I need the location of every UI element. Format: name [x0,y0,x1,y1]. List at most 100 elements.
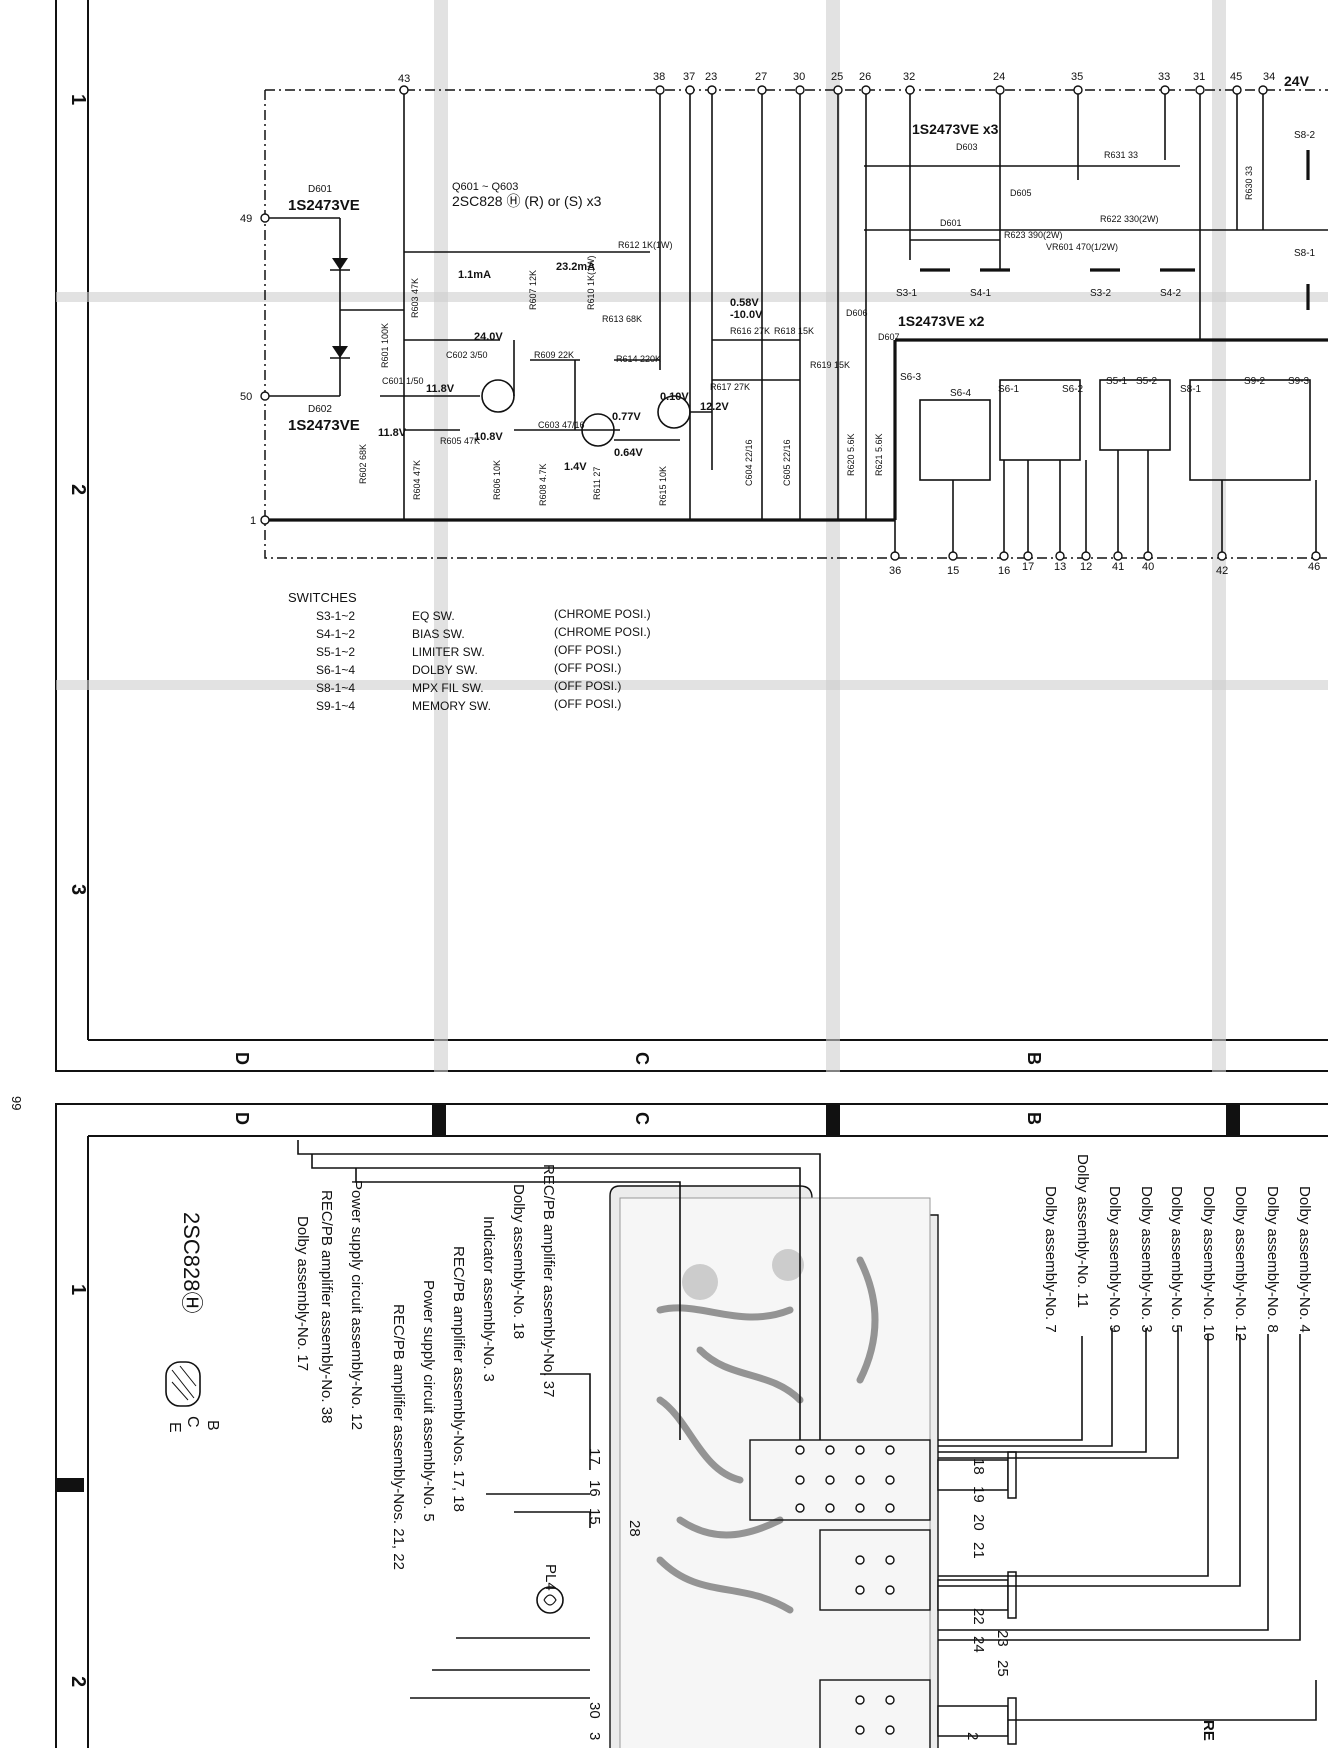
terminal-41: 41 [1112,561,1124,573]
pcb-row-labels: 1 2 [67,1284,89,1687]
comp-r611: R611 27 [592,467,602,500]
terminal-31: 31 [1193,71,1205,83]
pcb-term-21: 21 [970,1542,987,1559]
switch-pos-s5: (OFF POSI.) [554,643,621,657]
switch-id-s5: S5-1~2 [316,645,355,659]
terminal-49: 49 [240,213,252,225]
terminal-50: 50 [240,391,252,403]
pcb-pads [795,1445,895,1735]
comp-r623: R623 390(2W) [1004,230,1063,240]
pcb-col-d: D [232,1112,252,1125]
col-label-b: B [1024,1052,1044,1065]
row-label-1: 1 [67,94,89,105]
terminal-40: 40 [1142,561,1154,573]
voltage-11-8v-b: 11.8V [378,427,407,439]
terminal-15: 15 [947,565,959,577]
switch-id-s6: S6-1~4 [316,663,355,677]
sw-label-s6-2: S6-2 [1062,384,1084,395]
pcb-term-30: 30 [586,1702,603,1719]
pcb-row-2: 2 [67,1676,89,1687]
current-23-2ma: 23.2mA [556,261,595,273]
pcb-term-28: 28 [626,1520,643,1537]
pcb-col-b: B [1024,1112,1044,1125]
pin-c: C [184,1416,201,1428]
conn-indicator-3: Indicator assembly-No. 3 [480,1216,497,1382]
sw-label-s3-1: S3-1 [896,288,918,299]
terminal-46: 46 [1308,561,1320,573]
terminal-30: 30 [793,71,805,83]
terminal-43: 43 [398,73,410,85]
comp-r620: R620 5.6K [846,433,856,476]
comp-r604: R604 47K [412,460,422,500]
terminal-42: 42 [1216,565,1228,577]
switch-name-s4: BIAS SW. [412,627,465,641]
voltage-annotations: 24.0V 1.1mA 23.2mA 11.8V 11.8V 10.8V 1.4… [378,261,763,473]
d601-ref: D601 [308,184,332,195]
current-1-1ma: 1.1mA [458,269,491,281]
pcb-term-17: 17 [586,1448,603,1465]
conn-dolby-12: Dolby assembly-No. 12 [1232,1186,1249,1341]
conn-edge-re: RE [1200,1720,1217,1741]
comp-r615: R615 10K [658,466,668,506]
sw-label-s3-2: S3-2 [1090,288,1112,299]
comp-r601: R601 100K [380,323,390,368]
pcb-term-24: 24 [970,1636,987,1653]
conn-power-12: Power supply circuit assembly-No. 12 [348,1180,365,1430]
sw-label-s6-3: S6-3 [900,372,922,383]
comp-r607: R607 12K [528,270,538,310]
terminal-35: 35 [1071,71,1083,83]
conn-power-5: Power supply circuit assembly-No. 5 [420,1280,437,1522]
conn-recpb-38: REC/PB amplifier assembly-No. 38 [318,1190,335,1423]
comp-r609: R609 22K [534,350,574,360]
comp-c601: C601 1/50 [382,376,424,386]
terminal-27: 27 [755,71,767,83]
col-label-d: D [232,1052,252,1065]
diode-group-mid: 1S2473VE x2 [898,313,985,329]
comp-r622: R622 330(2W) [1100,214,1159,224]
switch-pos-s6: (OFF POSI.) [554,661,621,675]
conn-recpb-21-22: REC/PB amplifier assembly-Nos. 21, 22 [390,1304,407,1570]
pcb-frame [55,1103,1328,1748]
terminal-26: 26 [859,71,871,83]
voltage-0-77v: 0.77V [612,411,641,423]
switch-name-s6: DOLBY SW. [412,663,478,677]
conn-dolby-11: Dolby assembly-No. 11 [1074,1154,1091,1308]
circuit-wiring [264,89,1328,559]
schematic-col-labels: D C B [232,1052,1044,1065]
pcb-term-23: 23 [994,1630,1011,1647]
conn-dolby-3: Dolby assembly-No. 3 [1138,1186,1155,1333]
comp-d607: D607 [878,332,900,342]
voltage-0-58v: 0.58V [730,297,759,309]
sw-label-s9-3: S9-3 [1288,376,1310,387]
comp-r610: R610 1K(1W) [586,255,596,310]
comp-r621: R621 5.6K [874,433,884,476]
conn-recpb-37: REC/PB amplifier assembly-No. 37 [540,1164,557,1397]
switch-name-s5: LIMITER SW. [412,645,485,659]
switch-contacts [919,150,1311,481]
row-label-2: 2 [67,484,89,495]
comp-c602: C602 3/50 [446,350,488,360]
terminal-numbers-left: 49 50 1 [240,213,256,527]
pcb-term-22: 22 [970,1608,987,1625]
conn-dolby-5: Dolby assembly-No. 5 [1168,1186,1185,1333]
pcb-terminal-numbers: 17 16 15 28 18 19 20 21 22 23 24 25 30 3… [586,1448,1011,1740]
conn-dolby-9: Dolby assembly-No. 9 [1106,1186,1123,1333]
schematic-frame [55,0,1328,1072]
comp-r631: R631 33 [1104,150,1138,160]
switch-pos-s3: (CHROME POSI.) [554,607,651,621]
component-labels: R612 1K(1W) R601 100K R603 47K R607 12K … [358,142,1254,506]
sw-label-s4-2: S4-2 [1160,288,1182,299]
terminal-numbers-top: 43 38 37 23 27 30 25 26 32 24 35 33 31 4… [398,71,1310,89]
terminal-32: 32 [903,71,915,83]
comp-r618: R618 15K [774,326,814,336]
switch-pos-s8: (OFF POSI.) [554,679,621,693]
voltage-0-10v: 0.10V [660,391,689,403]
pinout-title: 2SC828Ⓗ [179,1212,204,1314]
switches-legend: SWITCHES S3-1~2 EQ SW. (CHROME POSI.) S4… [288,590,651,713]
comp-r608: R608 4.7K [538,463,548,506]
switch-id-s3: S3-1~2 [316,609,355,623]
terminal-36: 36 [889,565,901,577]
sw-label-s8-2: S8-2 [1294,130,1316,141]
terminal-38: 38 [653,71,665,83]
